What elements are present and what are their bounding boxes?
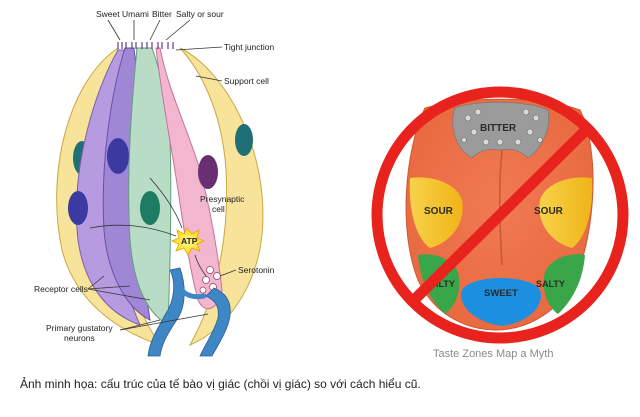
- atp-burst: ATP: [170, 227, 206, 256]
- zone-label-salty-left: SALTY: [426, 279, 455, 289]
- gustatory-neuron-right: [199, 287, 231, 357]
- taste-bud-diagram: ATP Sweet Umami Bitter Salty or sour Tig…: [34, 9, 275, 357]
- zone-label-salty-right: SALTY: [536, 279, 565, 289]
- atp-label: ATP: [181, 236, 198, 246]
- microvilli: [117, 42, 174, 49]
- label-sweet: Sweet: [96, 9, 120, 19]
- gustatory-neuron-branch: [179, 287, 207, 300]
- prohibit-slash: [408, 124, 592, 306]
- label-presynaptic-1: Presynaptic: [200, 194, 245, 204]
- label-bitter: Bitter: [152, 9, 172, 19]
- label-salty-or-sour: Salty or sour: [176, 9, 224, 19]
- zone-sour-left: [409, 177, 463, 248]
- zone-label-sour-right: SOUR: [534, 206, 564, 217]
- tongue-map: BITTER SOUR SOUR SALTY SALTY SWEET Taste…: [371, 86, 629, 360]
- zone-bitter: [452, 101, 550, 159]
- support-nucleus-right: [235, 124, 253, 156]
- zone-salty-right: [543, 254, 585, 314]
- leader-receptor-cells: [87, 275, 151, 301]
- leader-tight-junction: [175, 46, 223, 51]
- bitter-papillae: [461, 108, 543, 146]
- label-tight-junction: Tight junction: [224, 42, 275, 52]
- signal-arrow-3: [194, 254, 207, 277]
- receptor-nucleus-2: [107, 138, 129, 174]
- presynaptic-cell: [155, 47, 223, 310]
- leader-serotonin: [219, 269, 237, 277]
- label-presynaptic-2: cell: [212, 204, 225, 214]
- label-receptor-cells: Receptor cells: [34, 284, 88, 294]
- label-umami: Umami: [122, 9, 149, 19]
- zone-sour-right: [539, 177, 593, 248]
- label-serotonin: Serotonin: [238, 265, 275, 275]
- myth-caption: Taste Zones Map a Myth: [433, 348, 553, 360]
- zone-label-sour-left: SOUR: [424, 206, 454, 217]
- prohibit-circle: [371, 86, 629, 344]
- leader-gustatory: [119, 313, 209, 331]
- zone-label-sweet: SWEET: [484, 288, 518, 299]
- label-gustatory-1: Primary gustatory: [46, 323, 113, 333]
- label-support-cell: Support cell: [224, 76, 269, 86]
- signal-arrow-2: [149, 177, 183, 229]
- signal-arrow-1: [89, 224, 177, 237]
- top-label-arrows: [107, 19, 191, 41]
- leader-support-cell: [195, 75, 223, 82]
- receptor-nucleus-green: [140, 191, 160, 225]
- receptor-nucleus-1: [68, 191, 88, 225]
- label-gustatory-2: neurons: [64, 333, 95, 343]
- figure-caption: Ảnh minh họa: cấu trúc của tế bào vị giá…: [20, 377, 421, 391]
- presynaptic-nucleus: [198, 155, 218, 189]
- gustatory-neuron-left: [147, 267, 185, 357]
- zone-sweet: [461, 278, 541, 326]
- zone-label-bitter: BITTER: [480, 123, 517, 134]
